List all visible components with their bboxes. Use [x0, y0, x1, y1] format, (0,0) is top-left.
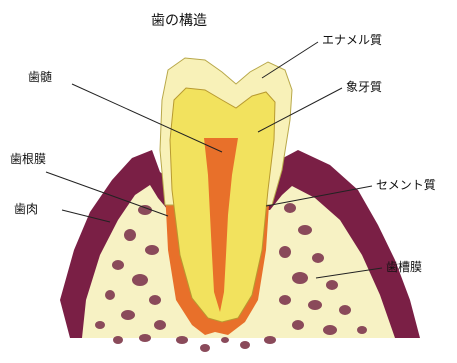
label-periodontal-ligament: 歯根膜 — [10, 152, 46, 166]
label-pulp: 歯髄 — [28, 70, 52, 84]
label-cementum: セメント質 — [376, 178, 436, 192]
label-gum: 歯肉 — [14, 202, 38, 216]
diagram-title: 歯の構造 — [151, 13, 207, 29]
label-alveolar-bone: 歯槽膜 — [386, 260, 422, 274]
label-dentin: 象牙質 — [346, 80, 382, 94]
enamel-leader — [262, 42, 318, 78]
label-enamel: エナメル質 — [322, 33, 382, 47]
